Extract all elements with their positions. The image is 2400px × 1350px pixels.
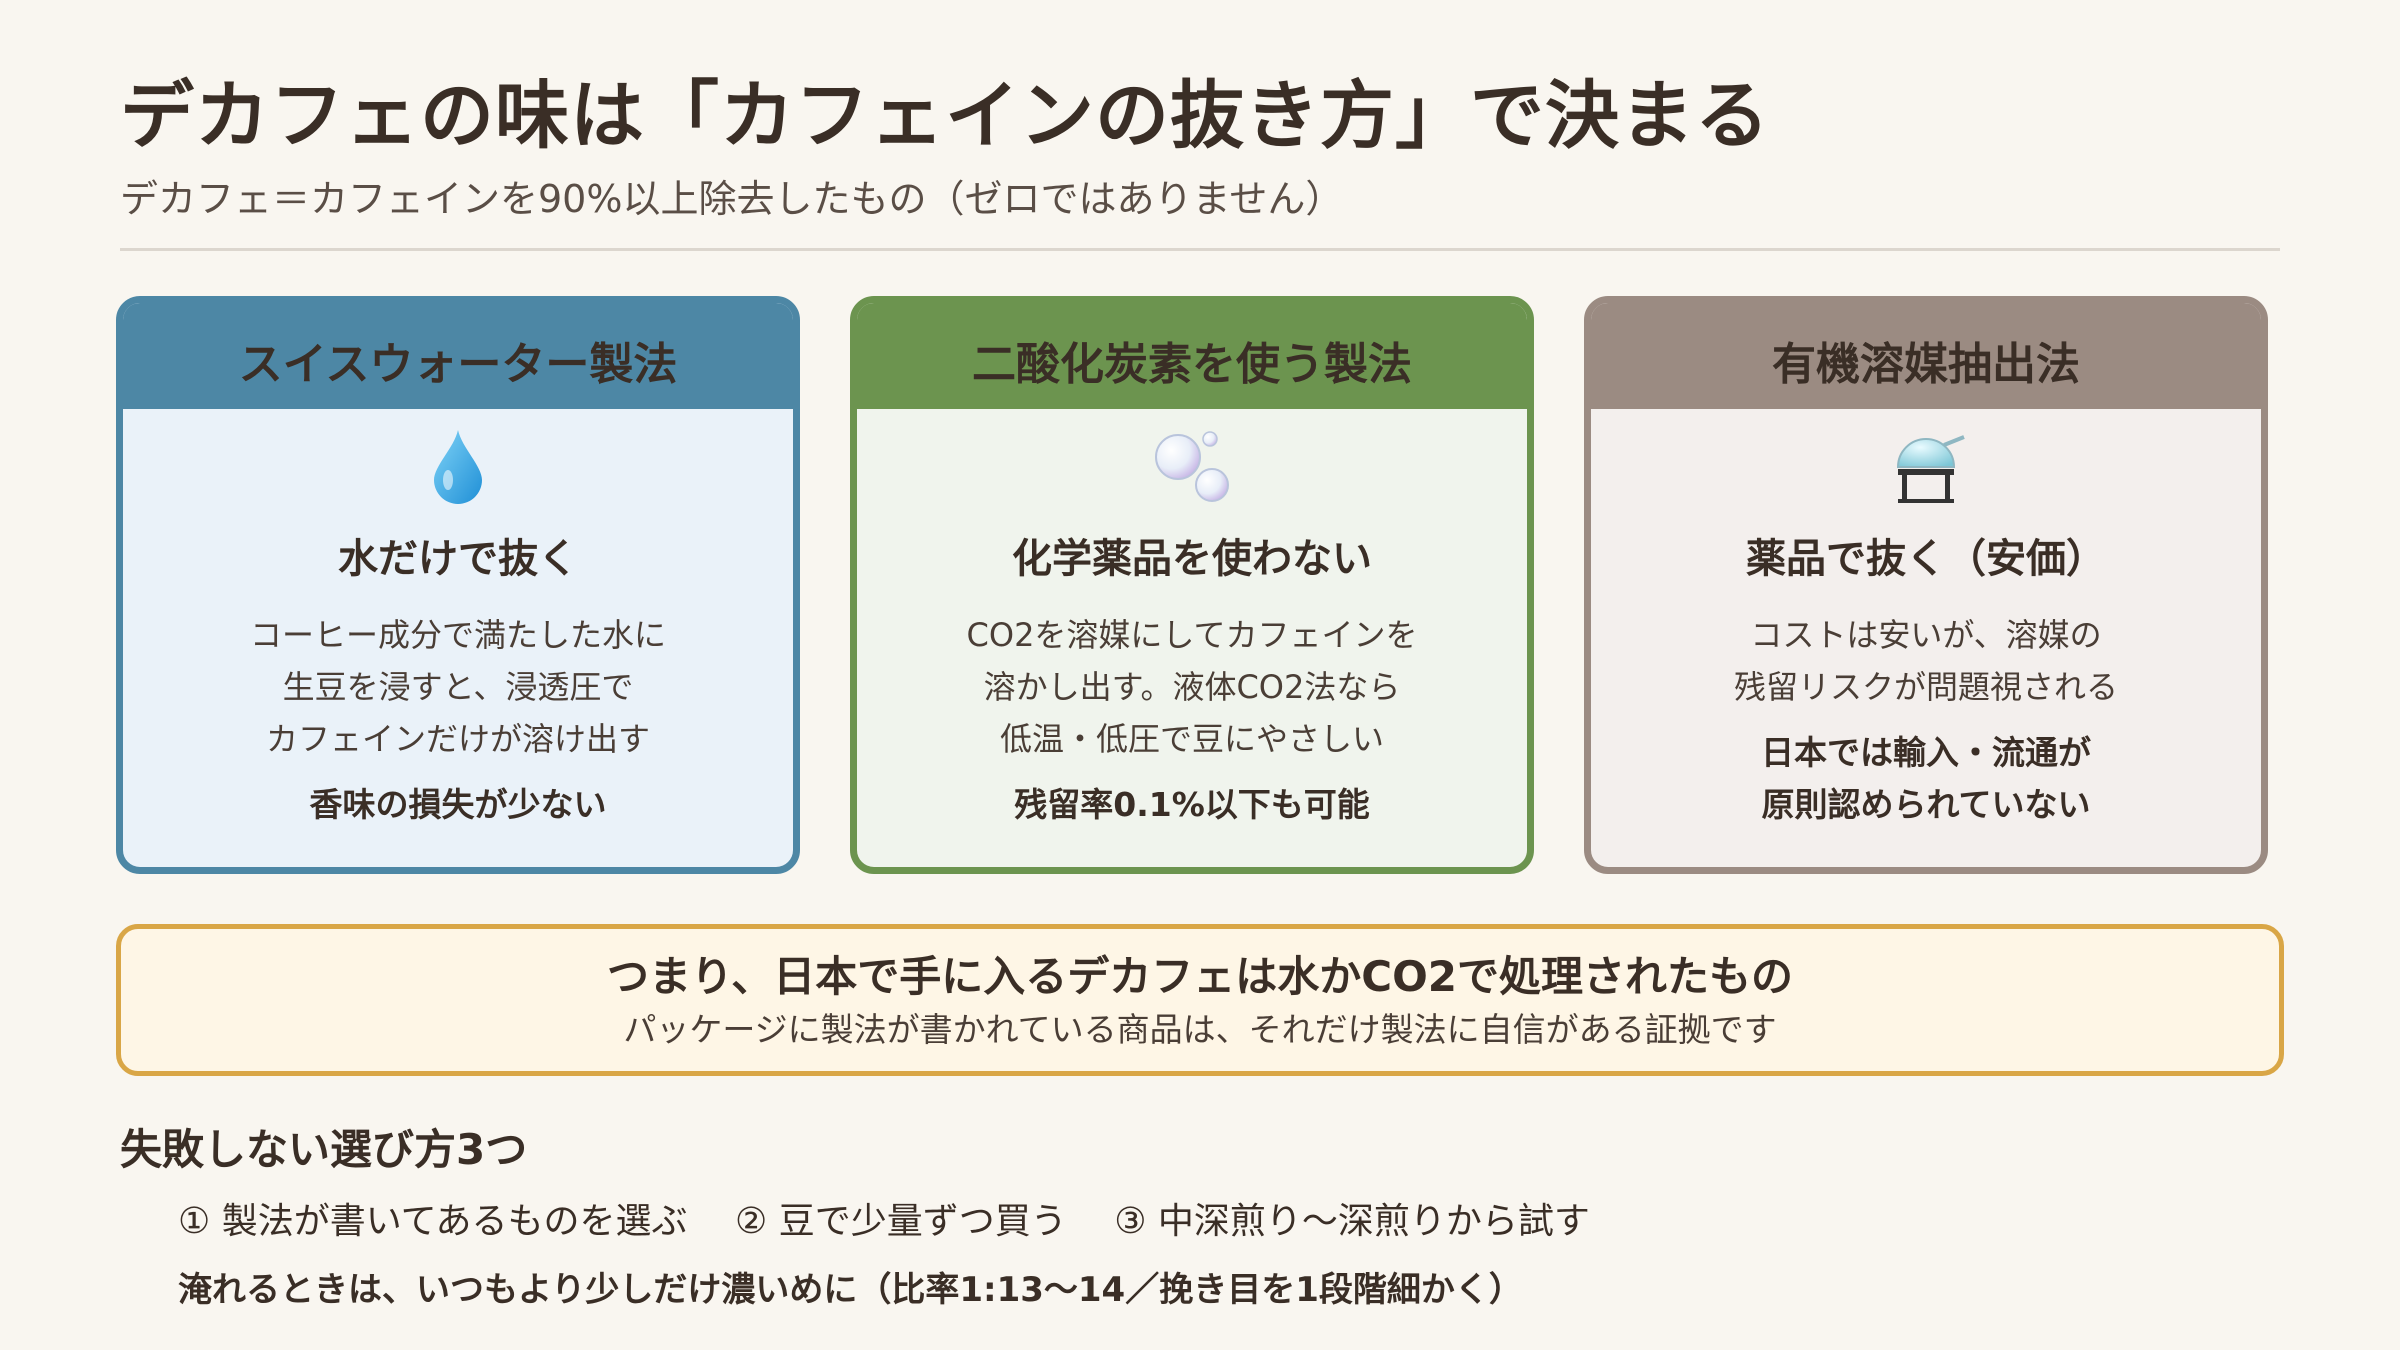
note-line: 日本では輸入・流通が xyxy=(1761,733,2091,772)
page-subtitle: デカフェ＝カフェインを90%以上除去したもの（ゼロではありません） xyxy=(120,177,1344,221)
card-note: 香味の損失が少ない xyxy=(123,779,793,831)
card-co2: 二酸化炭素を使う製法 化学薬品を使わない CO2を溶媒にしてカフェインを 溶かし… xyxy=(850,296,1534,874)
water-drop-icon xyxy=(123,425,793,509)
note-line: 原則認められていない xyxy=(1761,785,2091,824)
card-swiss-water: スイスウォーター製法 水だけで抜く コーヒー成分で満たした水に 生豆を浸すと、浸… xyxy=(116,296,800,874)
card-note: 残留率0.1%以下も可能 xyxy=(857,779,1527,831)
tips-note: 淹れるときは、いつもより少しだけ濃いめに（比率1:13〜14／挽き目を1段階細か… xyxy=(178,1270,1523,1310)
card-note: 日本では輸入・流通が 原則認められていない xyxy=(1591,727,2261,831)
bubbles-icon xyxy=(857,425,1527,509)
tips-list: ① 製法が書いてあるものを選ぶ ② 豆で少量ずつ買う ③ 中深煎り〜深煎りから試… xyxy=(178,1192,1626,1244)
card-organic-solvent: 有機溶媒抽出法 薬品で抜く（安価） コストは安いが、溶媒の 残留 xyxy=(1584,296,2268,874)
divider xyxy=(120,248,2280,251)
card-heading: 有機溶媒抽出法 xyxy=(1591,303,2261,409)
desc-line: CO2を溶媒にしてカフェインを xyxy=(966,616,1418,654)
desc-line: 生豆を浸すと、浸透圧で xyxy=(282,668,634,706)
summary-box: つまり、日本で手に入るデカフェは水かCO2で処理されたもの パッケージに製法が書… xyxy=(116,924,2284,1076)
tip-item: ③ 中深煎り〜深煎りから試す xyxy=(1114,1201,1590,1242)
note-line: 香味の損失が少ない xyxy=(309,785,607,824)
desc-line: コーヒー成分で満たした水に xyxy=(249,616,666,654)
card-title: 化学薬品を使わない xyxy=(1012,536,1372,582)
card-heading: スイスウォーター製法 xyxy=(123,303,793,409)
tips-title: 失敗しない選び方3つ xyxy=(120,1125,528,1174)
tip-item: ① 製法が書いてあるものを選ぶ xyxy=(178,1201,688,1242)
desc-line: カフェインだけが溶け出す xyxy=(265,720,650,758)
page-title: デカフェの味は「カフェインの抜き方」で決まる xyxy=(120,73,1770,159)
desc-line: コストは安いが、溶媒の xyxy=(1750,616,2102,654)
desc-line: 低温・低圧で豆にやさしい xyxy=(999,720,1384,758)
card-heading: 二酸化炭素を使う製法 xyxy=(857,303,1527,409)
summary-detail: パッケージに製法が書かれている商品は、それだけ製法に自信がある証拠です xyxy=(623,1010,1777,1049)
desc-line: 溶かし出す。液体CO2法なら xyxy=(983,668,1401,706)
card-description: CO2を溶媒にしてカフェインを 溶かし出す。液体CO2法なら 低温・低圧で豆にや… xyxy=(857,609,1527,765)
desc-line: 残留リスクが問題視される xyxy=(1733,668,2118,706)
tip-item: ② 豆で少量ずつ買う xyxy=(735,1201,1067,1242)
flask-icon xyxy=(1591,425,2261,509)
card-description: コストは安いが、溶媒の 残留リスクが問題視される xyxy=(1591,609,2261,713)
summary-headline: つまり、日本で手に入るデカフェは水かCO2で処理されたもの xyxy=(606,952,1794,1001)
card-title: 薬品で抜く（安価） xyxy=(1746,536,2106,582)
note-line: 残留率0.1%以下も可能 xyxy=(1014,785,1370,824)
card-title: 水だけで抜く xyxy=(338,536,578,582)
card-description: コーヒー成分で満たした水に 生豆を浸すと、浸透圧で カフェインだけが溶け出す xyxy=(123,609,793,765)
